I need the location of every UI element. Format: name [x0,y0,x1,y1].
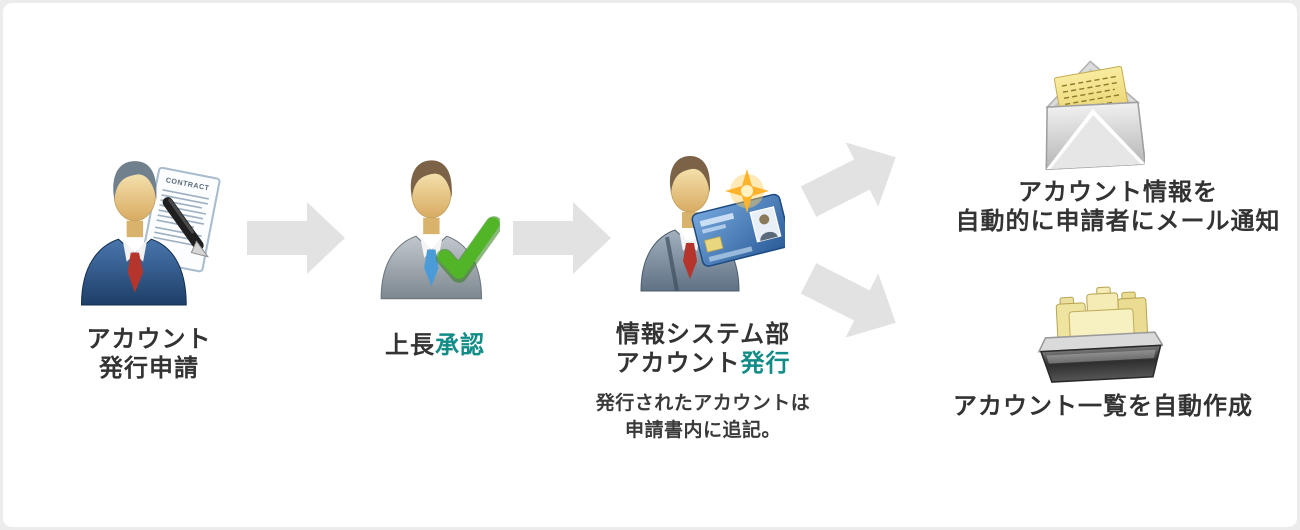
mail-label-line2: 自動的に申請者にメール通知 [955,208,1281,236]
approve-step-label: 上長承認 [335,331,535,360]
arrow-right-icon [247,202,345,274]
arrow-right-icon [513,202,611,274]
issue-label-line2-accent: 発行 [740,350,791,378]
arrow-up-right-icon [800,142,896,217]
issue-note-line1: 発行されたアカウントは [595,393,811,414]
apply-step-icon-wrap: CONTRACT [71,155,246,307]
list-icon-wrap [1037,283,1163,383]
person-check-icon [380,160,500,300]
issue-label-line1: 情報システム部 [615,321,791,348]
person-figure [380,160,483,300]
approve-label-accent: 承認 [435,332,485,359]
pen-icon [162,197,210,258]
open-mail-icon [1045,60,1145,171]
person-idcard-icon [640,156,785,292]
mail-output-label: アカウント情報を 自動的に申請者にメール通知 [938,178,1297,237]
issue-label-line2-prefix: アカウント [615,350,741,378]
apply-label-line1: アカウント [86,326,212,353]
issue-step-icon-wrap [637,153,785,295]
person-figure [80,161,187,306]
person-writing-document-icon: CONTRACT [80,161,221,306]
folder-tray-icon [1037,286,1163,383]
sparkle-icon [725,169,769,213]
approve-step-icon-wrap [375,155,500,301]
mail-icon-wrap [1041,51,1145,175]
apply-step-label: アカウント 発行申請 [53,325,245,384]
issue-note-line2: 申請書内に追記。 [624,419,781,441]
arrow-down-right-icon [800,263,896,338]
idcard-icon [691,193,785,267]
approve-label-prefix: 上長 [385,332,435,359]
apply-label-line2: 発行申請 [99,355,199,383]
list-label-line1: アカウント一覧を自動作成 [953,393,1253,420]
check-icon [435,216,500,283]
issue-step-label: 情報システム部 アカウント発行 [588,320,818,379]
issue-label-line2: アカウント発行 [588,349,818,378]
flow-diagram-card: CONTRACT [3,3,1297,527]
list-output-label: アカウント一覧を自動作成 [943,392,1263,421]
mail-label-line1: アカウント情報を [1018,179,1218,206]
issue-step-note: 発行されたアカウントは 申請書内に追記。 [568,391,838,444]
folder-cards [1055,286,1149,340]
